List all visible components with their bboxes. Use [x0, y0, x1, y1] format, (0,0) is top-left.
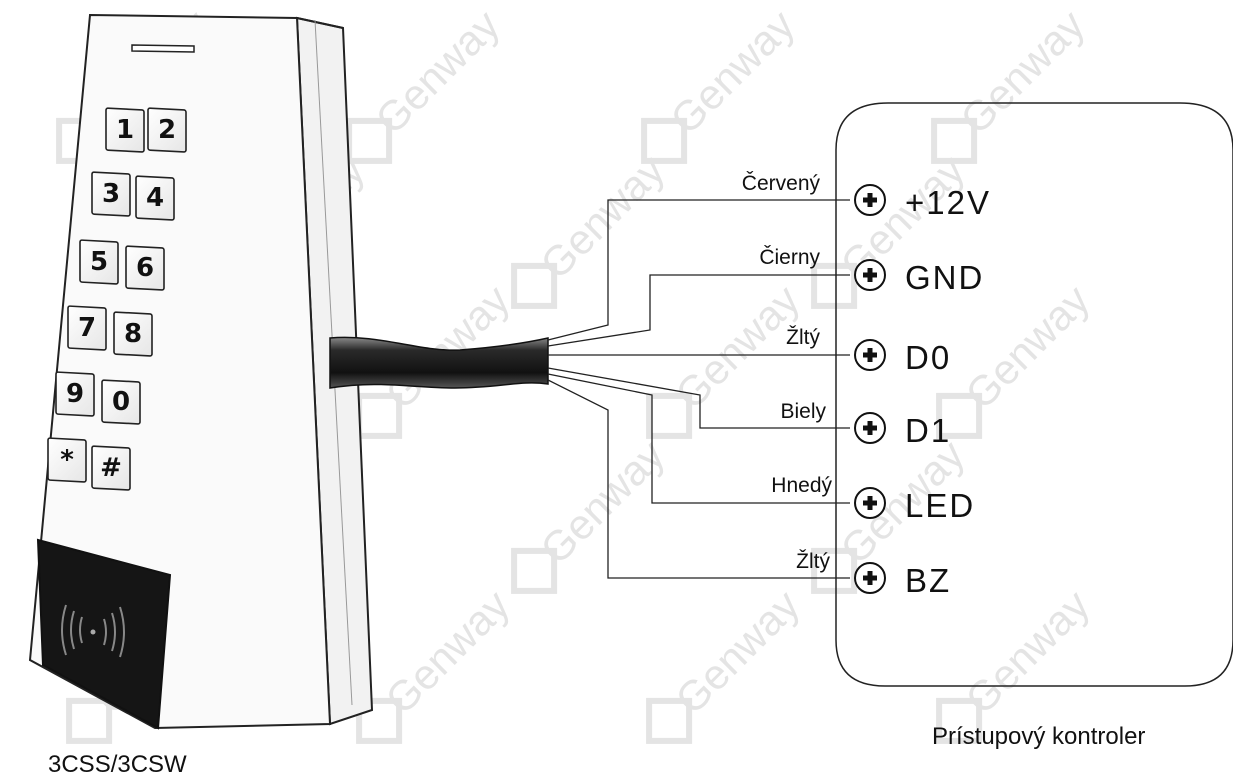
- wire-label-plus12v: Červený: [741, 172, 820, 195]
- svg-text:4: 4: [146, 183, 164, 213]
- watermark-logo: Genway: [511, 431, 673, 594]
- cable: [329, 336, 549, 389]
- wire-group: [547, 199, 850, 579]
- terminal-label-bz: BZ: [905, 562, 952, 599]
- key-8: 8: [113, 311, 153, 357]
- svg-text:0: 0: [112, 387, 130, 417]
- terminal-screw-icon: [854, 339, 886, 371]
- terminal-screw-icon: [854, 412, 886, 444]
- terminal-label-led: LED: [905, 487, 976, 524]
- svg-text:5: 5: [90, 247, 108, 277]
- svg-text:*: *: [60, 445, 74, 475]
- terminal-screw-icon: [854, 562, 886, 594]
- svg-text:2: 2: [158, 115, 176, 145]
- svg-text:Genway: Genway: [951, 1, 1093, 143]
- wire-white: [547, 367, 850, 429]
- key-9: 9: [55, 371, 95, 417]
- wire-black: [547, 274, 850, 347]
- svg-text:7: 7: [78, 313, 96, 343]
- terminal-screw-icon: [854, 259, 886, 291]
- svg-text:Genway: Genway: [661, 1, 803, 143]
- key-star: *: [47, 437, 87, 483]
- svg-text:9: 9: [66, 379, 84, 409]
- svg-text:6: 6: [136, 253, 154, 283]
- svg-text:Genway: Genway: [956, 276, 1098, 418]
- device-top-slot: [131, 44, 195, 53]
- wire-label-bz: Žltý: [796, 550, 830, 573]
- svg-text:Genway: Genway: [956, 581, 1098, 723]
- controller-caption: Prístupový kontroler: [932, 723, 1146, 750]
- watermark-logo: Genway: [641, 1, 803, 164]
- wire-brown: [547, 373, 850, 504]
- terminal-screw-icon: [854, 487, 886, 519]
- device-model-label: 3CSS/3CSW: [48, 751, 187, 778]
- terminal-label-d0: D0: [905, 339, 952, 376]
- contactless-icon: [61, 604, 125, 658]
- svg-text:1: 1: [116, 115, 134, 145]
- key-0: 0: [101, 379, 141, 425]
- watermark-logo: Genway: [811, 146, 973, 309]
- wire-yellow-bz: [547, 379, 850, 579]
- watermark-logo: Genway: [346, 1, 508, 164]
- key-4: 4: [135, 175, 175, 221]
- svg-text:Genway: Genway: [376, 581, 518, 723]
- rfid-reader-window: [36, 538, 172, 730]
- terminal-screw-icon: [854, 184, 886, 216]
- svg-text:Genway: Genway: [666, 581, 808, 723]
- svg-text:#: #: [100, 453, 122, 483]
- key-5: 5: [79, 239, 119, 285]
- svg-text:3: 3: [102, 179, 120, 209]
- key-7: 7: [67, 305, 107, 351]
- terminal-label-d1: D1: [905, 412, 952, 449]
- svg-text:8: 8: [124, 319, 142, 349]
- watermark-logo: Genway: [646, 581, 808, 744]
- wire-red: [547, 199, 850, 341]
- svg-text:Genway: Genway: [366, 1, 508, 143]
- key-6: 6: [125, 245, 165, 291]
- key-1: 1: [105, 107, 145, 153]
- access-controller-box: [835, 102, 1233, 687]
- key-hash: #: [91, 445, 131, 491]
- key-3: 3: [91, 171, 131, 217]
- wire-label-led: Hnedý: [771, 474, 832, 497]
- key-2: 2: [147, 107, 187, 153]
- terminal-block: [854, 184, 886, 594]
- terminal-label-plus12v: +12V: [905, 184, 991, 221]
- wire-label-d0: Žltý: [786, 326, 820, 349]
- svg-text:Genway: Genway: [531, 146, 673, 288]
- wire-label-d1: Biely: [780, 400, 826, 423]
- wire-label-gnd: Čierny: [759, 246, 820, 269]
- terminal-label-gnd: GND: [905, 259, 985, 296]
